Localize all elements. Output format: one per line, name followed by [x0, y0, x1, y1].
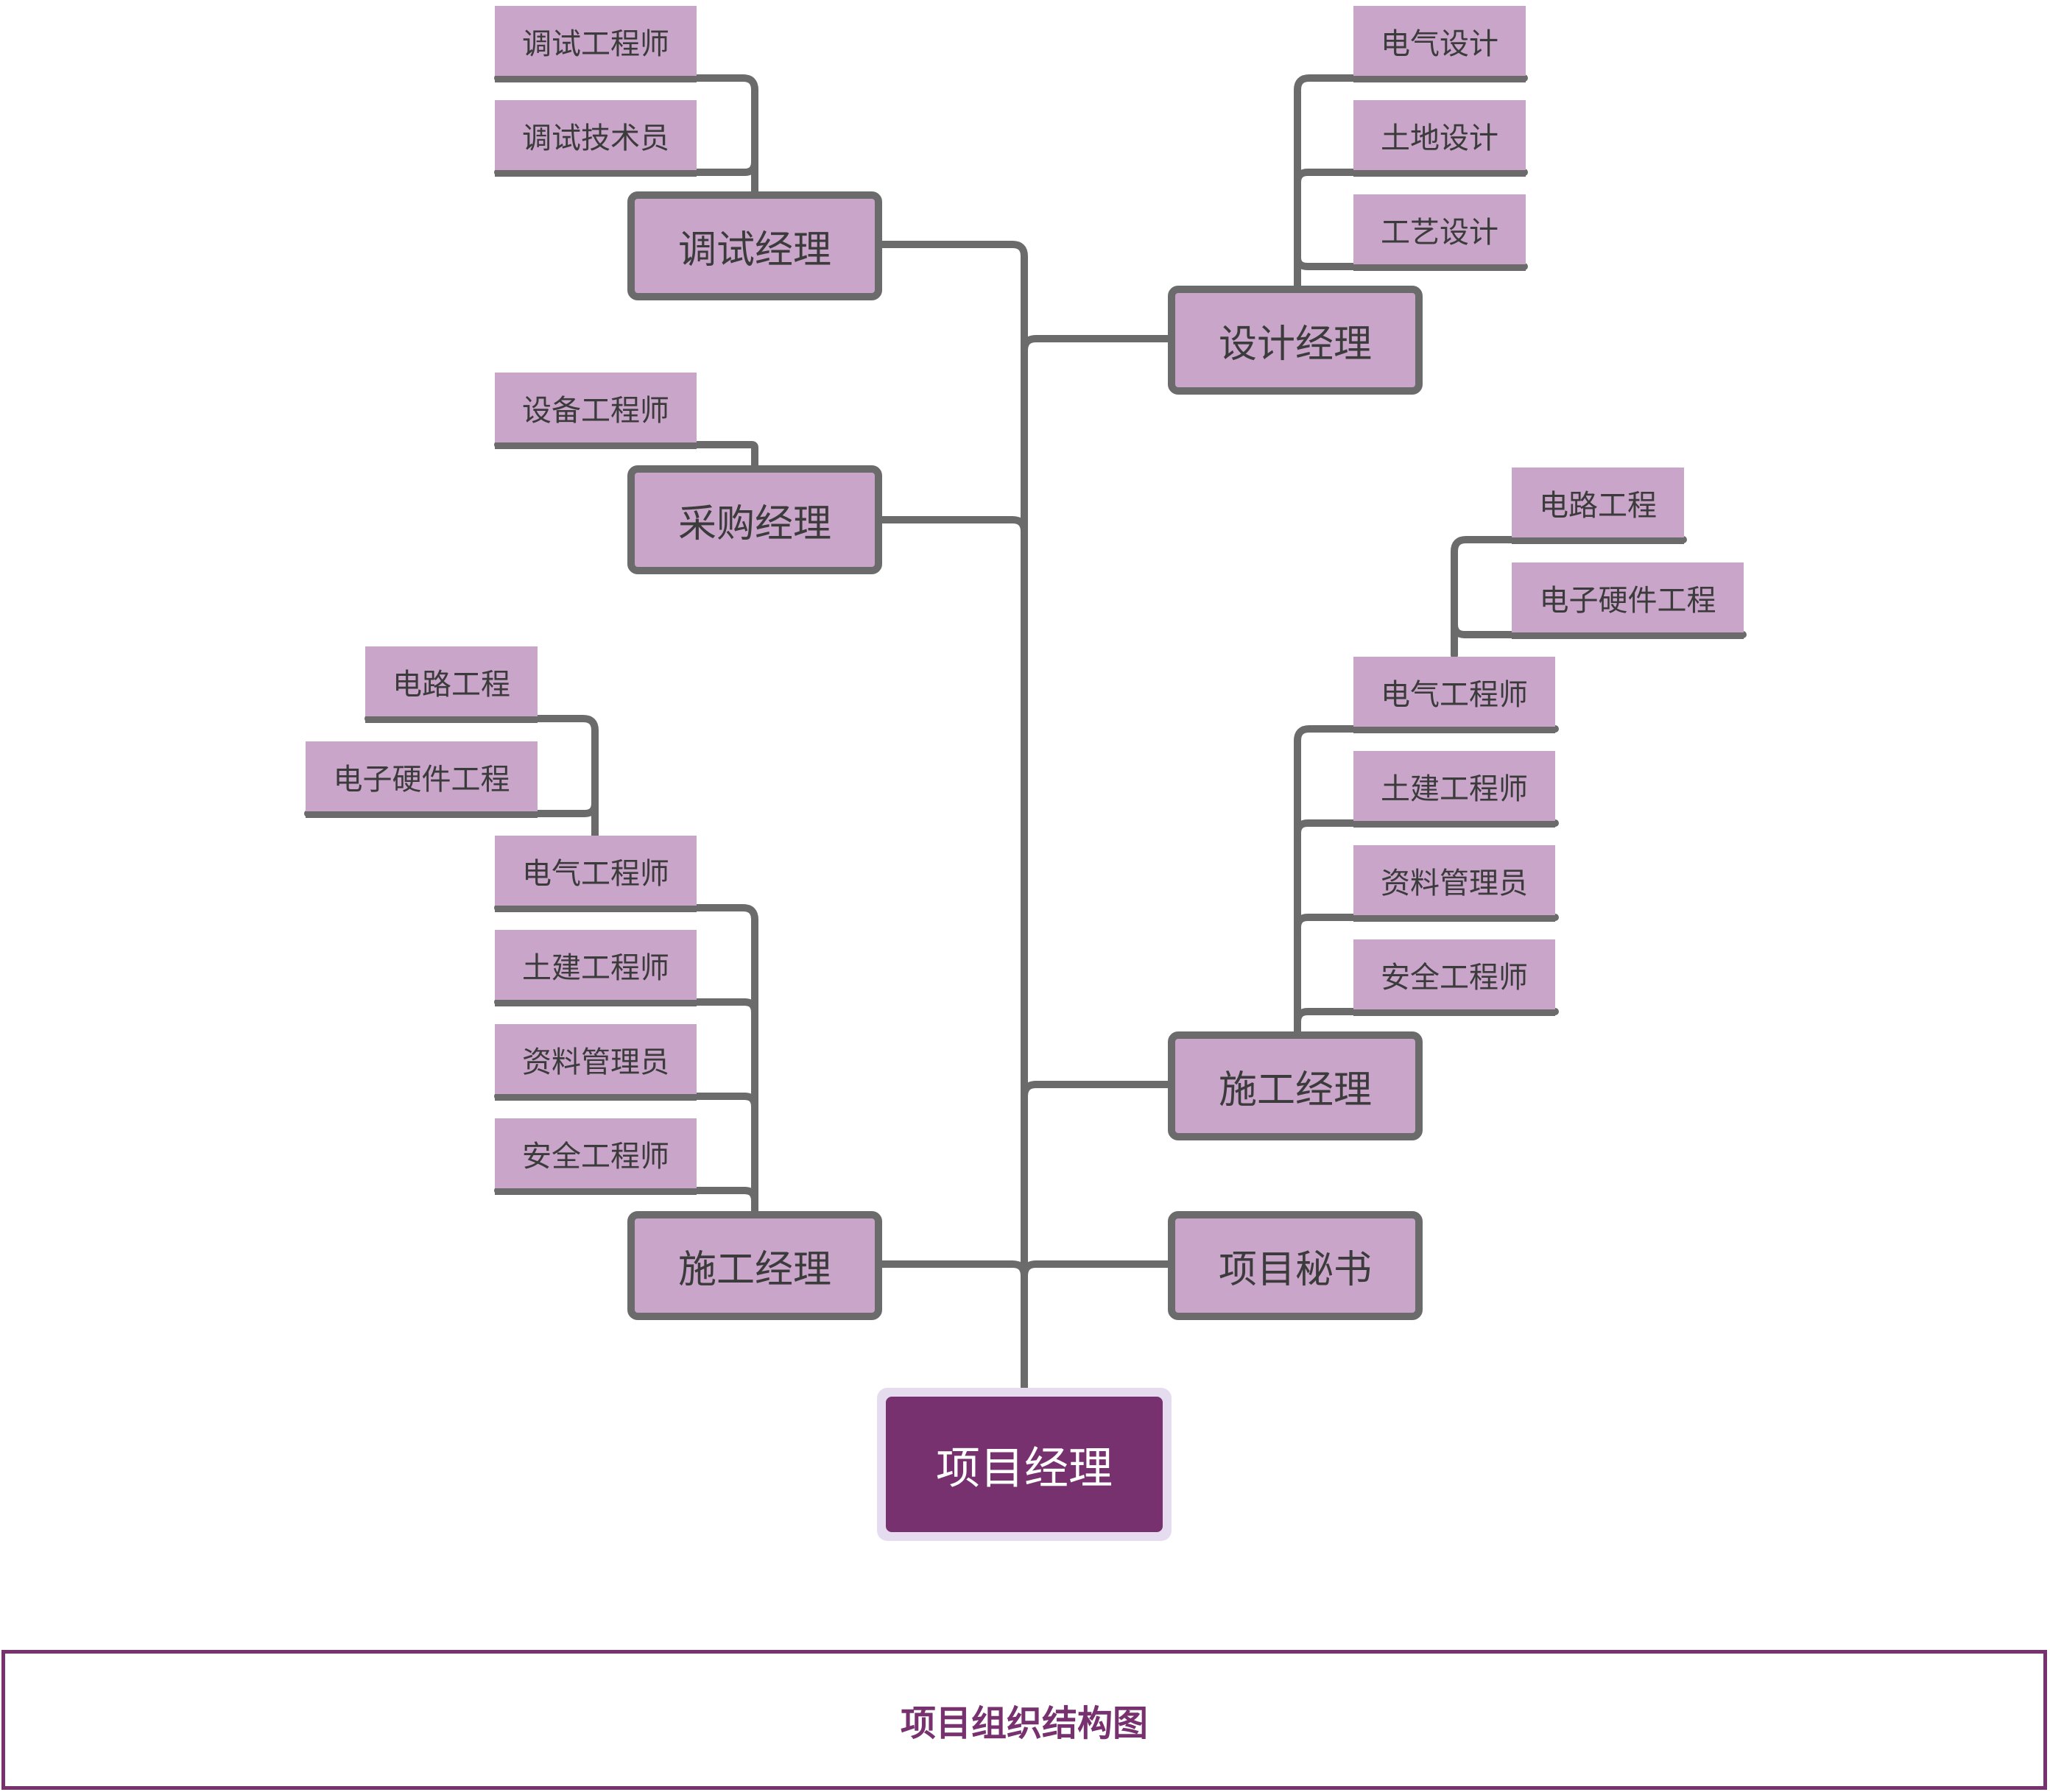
leaf-right-electrical-engineer: 电气工程师 [1353, 657, 1555, 733]
leaf-land-design: 土地设计 [1353, 100, 1526, 177]
leaf-left-circuit-engineering: 电路工程 [365, 646, 538, 723]
root-node: 项目经理 [886, 1397, 1163, 1532]
link-right-construction-manager [1021, 1081, 1174, 1100]
leaf-debug-engineer: 调试工程师 [495, 6, 697, 82]
node-secretary: 项目秘书 [1168, 1211, 1423, 1320]
link-left-electrical-children [364, 715, 599, 839]
leaf-process-design: 工艺设计 [1353, 194, 1526, 271]
leaf-left-document-manager: 资料管理员 [495, 1024, 697, 1101]
link-left-construction-children [494, 904, 758, 1215]
leaf-right-document-manager: 资料管理员 [1353, 845, 1555, 922]
link-purchase-children [494, 441, 758, 469]
node-design-manager: 设计经理 [1168, 286, 1423, 395]
link-design-children [1294, 74, 1528, 289]
leaf-debug-technician: 调试技术员 [495, 100, 697, 177]
leaf-left-safety-engineer: 安全工程师 [495, 1118, 697, 1195]
leaf-left-electronic-hardware: 电子硬件工程 [306, 741, 538, 818]
leaf-left-civil-engineer: 土建工程师 [495, 930, 697, 1006]
node-purchase-manager: 采购经理 [627, 465, 882, 574]
leaf-right-safety-engineer: 安全工程师 [1353, 939, 1555, 1016]
leaf-left-electrical-engineer: 电气工程师 [495, 836, 697, 912]
node-right-construction-manager: 施工经理 [1168, 1031, 1423, 1140]
link-purchase-manager [877, 516, 1028, 535]
link-right-construction-children [1294, 725, 1559, 1035]
link-design-manager [1021, 335, 1174, 354]
leaf-right-circuit-engineering: 电路工程 [1512, 468, 1684, 544]
leaf-right-electronic-hardware: 电子硬件工程 [1512, 562, 1744, 639]
link-secretary [1021, 1260, 1174, 1280]
node-debug-manager: 调试经理 [627, 191, 882, 300]
leaf-equipment-engineer: 设备工程师 [495, 373, 697, 449]
leaf-right-civil-engineer: 土建工程师 [1353, 751, 1555, 828]
link-debug-children [494, 74, 758, 195]
link-debug-manager [877, 241, 1028, 342]
title-box: 项目组织结构图 [1, 1650, 2047, 1790]
node-left-construction-manager: 施工经理 [627, 1211, 882, 1320]
link-left-construction-manager [877, 1260, 1028, 1280]
leaf-electrical-design: 电气设计 [1353, 6, 1526, 82]
diagram-title: 项目组织结构图 [900, 1703, 1148, 1744]
link-right-electrical-children [1451, 536, 1687, 659]
